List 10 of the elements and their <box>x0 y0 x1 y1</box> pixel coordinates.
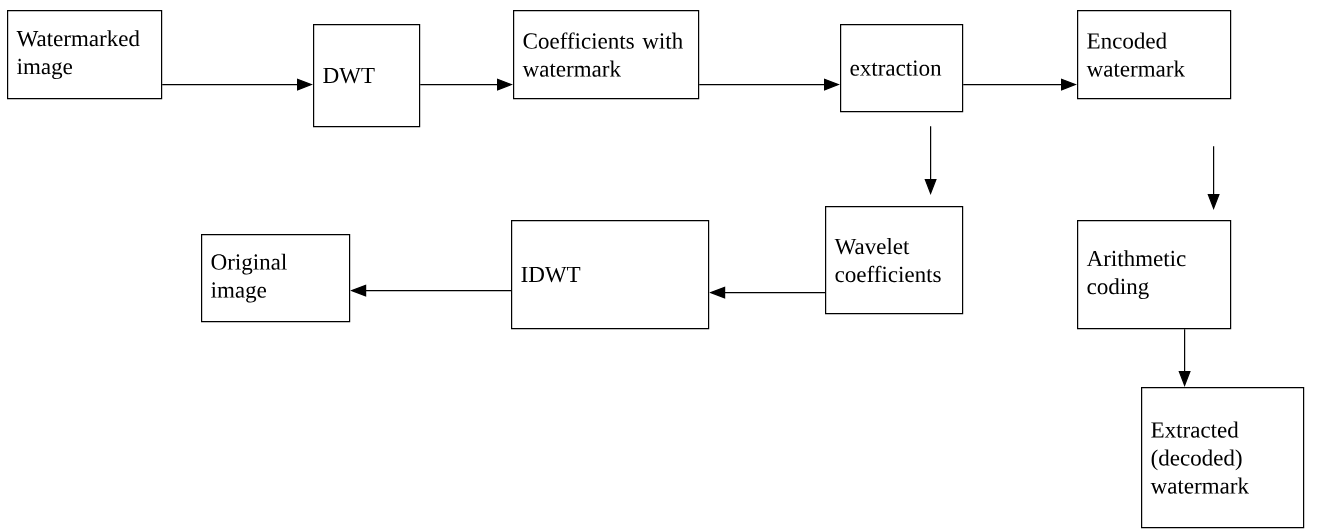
process-box: Arithmetic coding <box>1077 220 1232 330</box>
process-box: extraction <box>840 24 964 113</box>
process-box: Watermarked image <box>7 10 163 100</box>
process-box: IDWT <box>511 220 710 330</box>
process-box: DWT <box>313 24 421 128</box>
process-box: Original image <box>201 234 351 323</box>
process-box: Coefficients with watermark <box>513 10 700 100</box>
process-box: Extracted (decoded) watermark <box>1141 387 1305 529</box>
process-box: Encoded watermark <box>1077 10 1232 100</box>
process-box: Wavelet coefficients <box>825 206 964 315</box>
